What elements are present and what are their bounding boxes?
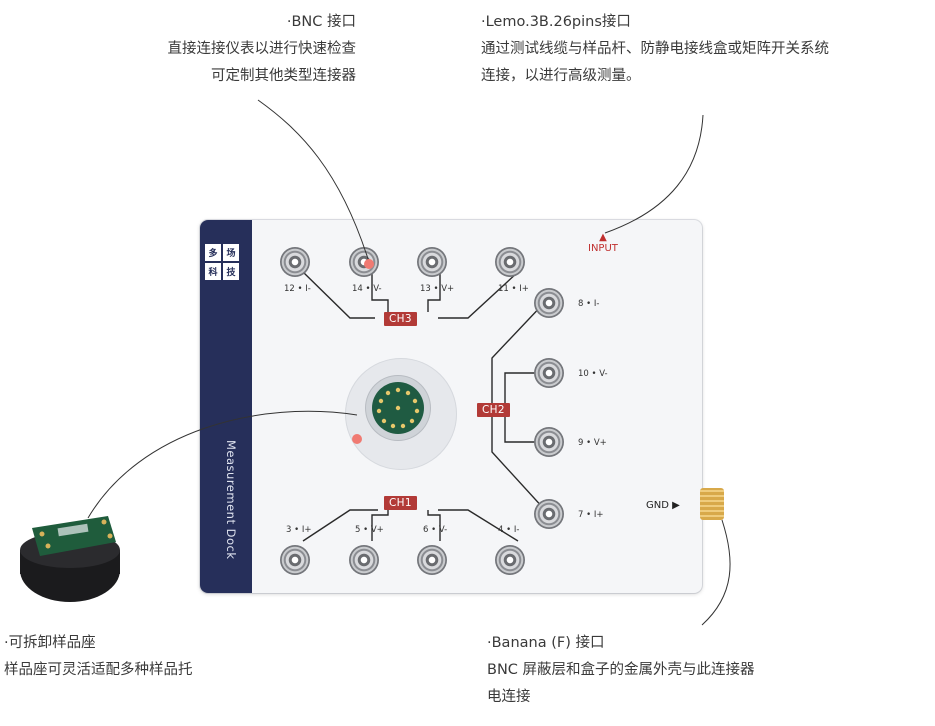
banana-desc-1: BNC 屏蔽层和盒子的金属外壳与此连接器 bbox=[487, 662, 755, 678]
bnc-port-9[interactable] bbox=[534, 427, 564, 457]
port-label: 10 • V- bbox=[578, 369, 608, 379]
holder-marker-dot bbox=[352, 434, 362, 444]
port-label: 3 • I+ bbox=[286, 525, 312, 535]
bnc-port-7[interactable] bbox=[534, 499, 564, 529]
device-name: Measurement Dock bbox=[224, 440, 238, 560]
port-label: 14 • V- bbox=[352, 284, 382, 294]
holder-annotation: ·可拆卸样品座 样品座可灵活适配多种样品托 bbox=[4, 630, 193, 684]
lemo-title: ·Lemo.3B.26pins接口 bbox=[481, 14, 631, 30]
port-label: 11 • I+ bbox=[498, 284, 529, 294]
port-label: 12 • I- bbox=[284, 284, 311, 294]
holder-title: ·可拆卸样品座 bbox=[4, 635, 96, 651]
input-marker: ▲ INPUT bbox=[588, 232, 618, 254]
bnc-port-8[interactable] bbox=[534, 288, 564, 318]
measurement-dock: 多 场 科 技 Measurement Dock CH3 CH2 CH1 bbox=[200, 220, 702, 593]
gnd-label: GND ▶ bbox=[646, 500, 680, 511]
banana-annotation: ·Banana (F) 接口 BNC 屏蔽层和盒子的金属外壳与此连接器 电连接 bbox=[487, 630, 755, 711]
lemo-desc-1: 通过测试线缆与样品杆、防静电接线盒或矩阵开关系统 bbox=[481, 41, 829, 57]
channel-2-label: CH2 bbox=[477, 403, 510, 417]
port-label: 5 • V+ bbox=[355, 525, 384, 535]
bnc-port-6[interactable] bbox=[417, 545, 447, 575]
brand-logo: 多 场 科 技 bbox=[205, 244, 239, 280]
logo-char: 场 bbox=[223, 244, 239, 261]
logo-char: 多 bbox=[205, 244, 221, 261]
channel-1-label: CH1 bbox=[384, 496, 417, 510]
channel-3-label: CH3 bbox=[384, 312, 417, 326]
bnc-desc-1: 直接连接仪表以进行快速检查 bbox=[167, 41, 357, 57]
input-label: INPUT bbox=[588, 243, 618, 254]
lemo-desc-2: 连接，以进行高级测量。 bbox=[481, 68, 641, 84]
bnc-port-4[interactable] bbox=[495, 545, 525, 575]
bnc-port-10[interactable] bbox=[534, 358, 564, 388]
logo-char: 科 bbox=[205, 263, 221, 280]
bnc-marker-dot bbox=[364, 259, 374, 269]
bnc-port-11[interactable] bbox=[495, 247, 525, 277]
bnc-port-3[interactable] bbox=[280, 545, 310, 575]
banana-title: ·Banana (F) 接口 bbox=[487, 635, 605, 651]
port-label: 8 • I- bbox=[578, 299, 600, 309]
triangle-up-icon: ▲ bbox=[599, 232, 607, 243]
port-label: 9 • V+ bbox=[578, 438, 607, 448]
bnc-desc-2: 可定制其他类型连接器 bbox=[211, 68, 356, 84]
bnc-port-12[interactable] bbox=[280, 247, 310, 277]
banana-desc-2: 电连接 bbox=[487, 689, 531, 705]
port-label: 13 • V+ bbox=[420, 284, 455, 294]
port-label: 6 • V- bbox=[423, 525, 448, 535]
holder-desc-1: 样品座可灵活适配多种样品托 bbox=[4, 662, 193, 678]
banana-connector[interactable] bbox=[700, 488, 724, 520]
bnc-port-5[interactable] bbox=[349, 545, 379, 575]
bnc-annotation: ·BNC 接口 直接连接仪表以进行快速检查 可定制其他类型连接器 bbox=[168, 9, 357, 90]
bnc-title: ·BNC 接口 bbox=[286, 14, 356, 30]
channel-wiring bbox=[302, 271, 546, 542]
port-label: 7 • I+ bbox=[578, 510, 604, 520]
side-strip: 多 场 科 技 Measurement Dock bbox=[200, 220, 252, 593]
sample-holder bbox=[20, 516, 120, 602]
logo-char: 技 bbox=[223, 263, 239, 280]
port-label: 4 • I- bbox=[498, 525, 520, 535]
bnc-port-13[interactable] bbox=[417, 247, 447, 277]
lemo-annotation: ·Lemo.3B.26pins接口 通过测试线缆与样品杆、防静电接线盒或矩阵开关… bbox=[481, 9, 829, 90]
